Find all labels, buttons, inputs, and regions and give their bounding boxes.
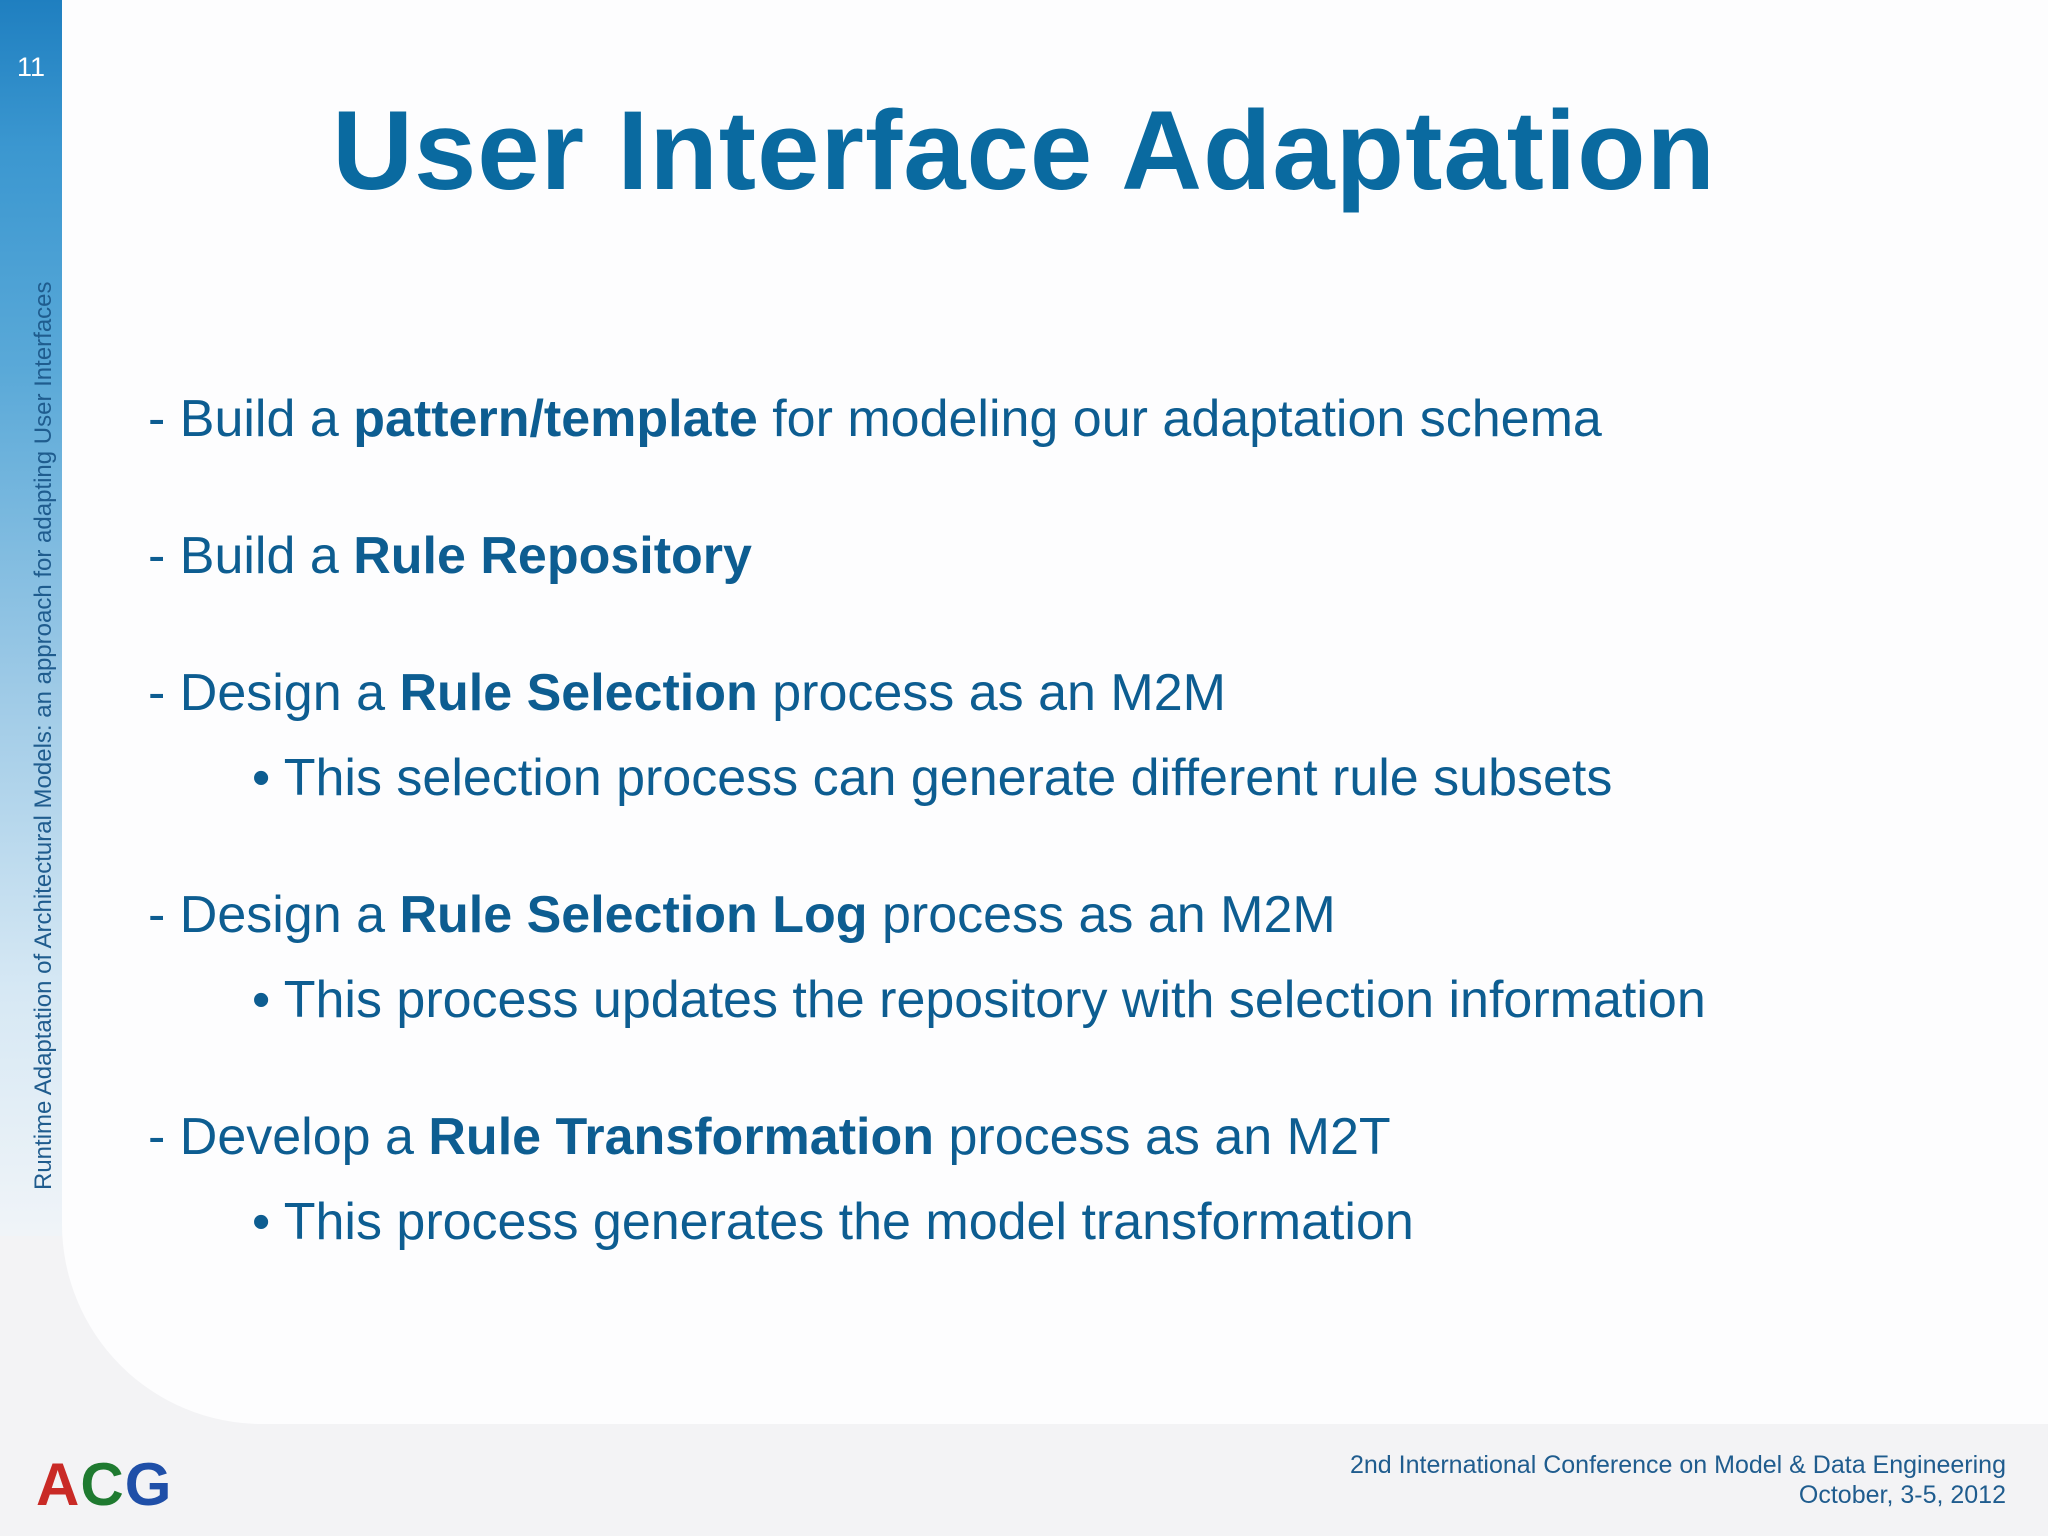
slide-number: 11	[16, 52, 46, 82]
sub-bullet-rule-transformation: • This process generates the model trans…	[252, 1193, 1414, 1251]
bullet-list: - Build a pattern/template for modeling …	[148, 388, 1706, 1253]
vertical-presentation-title: Runtime Adaptation of Architectural Mode…	[30, 281, 57, 1190]
bullet-item-rule-selection-log: - Design a Rule Selection Log process as…	[148, 884, 1706, 946]
bullet-bold: pattern/template	[353, 390, 758, 448]
bullet-prefix: - Build a	[148, 390, 354, 448]
bullet-bold: Rule Selection Log	[399, 886, 868, 944]
logo-letter-c: C	[80, 1451, 125, 1518]
bullet-bold: Rule Repository	[353, 527, 752, 585]
logo-letter-g: G	[124, 1451, 173, 1518]
footer-conference-name: 2nd International Conference on Model & …	[1350, 1451, 2006, 1479]
bullet-bold: Rule Transformation	[428, 1108, 935, 1166]
bullet-suffix: process as an M2T	[934, 1108, 1391, 1166]
bullet-item-rule-transformation: - Develop a Rule Transformation process …	[148, 1106, 1706, 1168]
sub-bullet-rule-selection-log: • This process updates the repository wi…	[252, 971, 1706, 1029]
content-panel	[62, 0, 2048, 1424]
acg-logo: ACG	[36, 1450, 172, 1519]
bullet-prefix: - Develop a	[148, 1108, 429, 1166]
bullet-suffix: process as an M2M	[867, 886, 1336, 944]
bullet-prefix: - Build a	[148, 527, 354, 585]
bullet-bold: Rule Selection	[399, 664, 758, 722]
bullet-prefix: - Design a	[148, 886, 400, 944]
bullet-item-rule-repository: - Build a Rule Repository	[148, 525, 1706, 587]
bullet-suffix: process as an M2M	[757, 664, 1226, 722]
sub-bullet-rule-selection: • This selection process can generate di…	[252, 749, 1613, 807]
logo-letter-a: A	[36, 1451, 81, 1518]
sidebar-bar	[0, 0, 62, 1236]
bullet-item-rule-selection: - Design a Rule Selection process as an …	[148, 662, 1706, 724]
conference-footer: 2nd International Conference on Model & …	[1350, 1450, 2006, 1510]
bullet-item-pattern-template: - Build a pattern/template for modeling …	[148, 388, 1706, 450]
bullet-prefix: - Design a	[148, 664, 400, 722]
bullet-suffix: for modeling our adaptation schema	[757, 390, 1602, 448]
page-title: User Interface Adaptation	[332, 88, 1716, 213]
footer-conference-date: October, 3-5, 2012	[1798, 1481, 2006, 1509]
